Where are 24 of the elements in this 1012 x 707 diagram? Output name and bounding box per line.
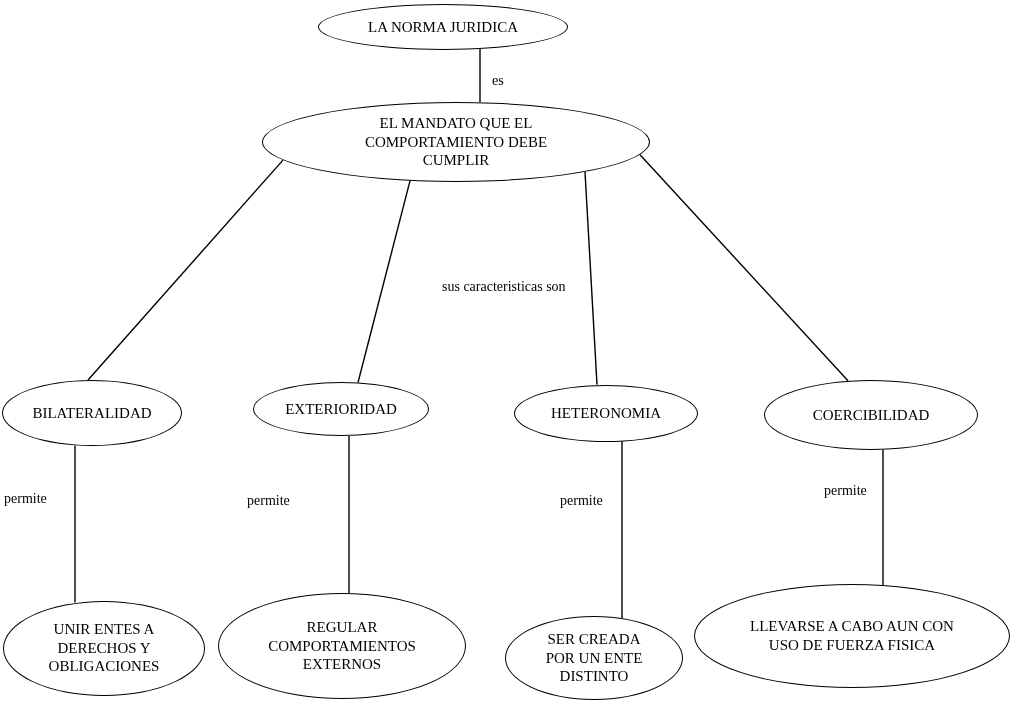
concept-text: LA NORMA JURIDICA [368, 17, 518, 37]
concept-text: LLEVARSE A CABO AUN CON USO DE FUERZA FISICA [749, 617, 955, 655]
connector-line [639, 154, 849, 382]
concept-text: REGULAR COMPORTAMIENTOS EXTERNOS [267, 617, 417, 675]
edge-label: permite [560, 494, 603, 508]
edge-label: permite [247, 494, 290, 508]
concept-text: COERCIBILIDAD [812, 405, 930, 425]
connector-line [479, 48, 481, 103]
edge-label: permite [4, 492, 47, 506]
connector-line [357, 180, 411, 384]
concept-text: BILATERALIDAD [32, 403, 152, 423]
concept-text: SER CREADA POR UN ENTE DISTINTO [544, 629, 644, 687]
connector-line [87, 159, 284, 381]
connector-line [621, 440, 623, 619]
connector-line [348, 435, 350, 594]
concept-text: EL MANDATO QUE EL COMPORTAMIENTO DEBE CUMPLIR [363, 113, 549, 171]
concept-text: HETERONOMIA [551, 403, 661, 423]
concept-text: EXTERIORIDAD [285, 399, 397, 419]
edge-label: es [492, 74, 504, 88]
edge-label: sus caracteristicas son [442, 280, 566, 294]
connector-line [882, 449, 884, 586]
concept-text: UNIR ENTES A DERECHOS Y OBLIGACIONES [47, 619, 161, 677]
connector-line [584, 171, 598, 386]
edge-label: permite [824, 484, 867, 498]
